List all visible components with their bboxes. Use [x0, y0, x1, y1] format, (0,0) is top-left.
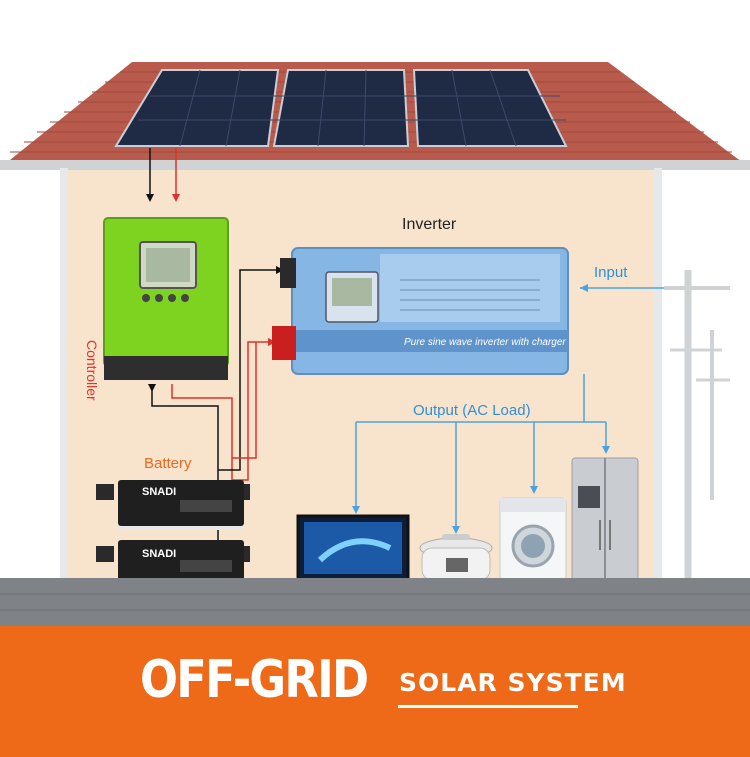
- charge-controller: [104, 218, 228, 380]
- utility-pole: [664, 270, 730, 582]
- controller-button: [168, 294, 176, 302]
- footer-title-underline: [398, 705, 578, 708]
- footer-title-main: OFF-GRID: [140, 650, 367, 710]
- battery-brand-1: SNADI: [142, 486, 176, 498]
- left-downpipe: [60, 168, 68, 578]
- tv-appliance: [298, 516, 408, 580]
- right-downpipe: [654, 168, 662, 578]
- input-label: Input: [594, 264, 627, 281]
- controller-label: Controller: [84, 340, 100, 401]
- controller-button: [181, 294, 189, 302]
- inverter-caption: Pure sine wave inverter with charger: [404, 337, 566, 348]
- inverter-label: Inverter: [402, 216, 456, 234]
- controller-button: [155, 294, 163, 302]
- inverter-terminal-black: [280, 258, 296, 288]
- battery-label: Battery: [144, 455, 192, 472]
- battery-brand-2: SNADI: [142, 548, 176, 560]
- washer-appliance: [500, 498, 566, 580]
- fridge-appliance: [572, 458, 638, 580]
- brick-ledge: [0, 578, 750, 626]
- inverter-terminal-red: [272, 326, 296, 360]
- inverter-unit: [272, 248, 568, 374]
- cooker-appliance: [420, 534, 492, 580]
- controller-button: [142, 294, 150, 302]
- footer-title-sub: SOLAR SYSTEM: [399, 668, 627, 697]
- inverter-lcd: [332, 278, 372, 306]
- footer-banner: [0, 626, 750, 757]
- controller-lcd: [146, 248, 190, 282]
- output-label: Output (AC Load): [413, 402, 531, 419]
- solar-panel-array: [116, 70, 566, 146]
- roof-gutter: [0, 160, 750, 170]
